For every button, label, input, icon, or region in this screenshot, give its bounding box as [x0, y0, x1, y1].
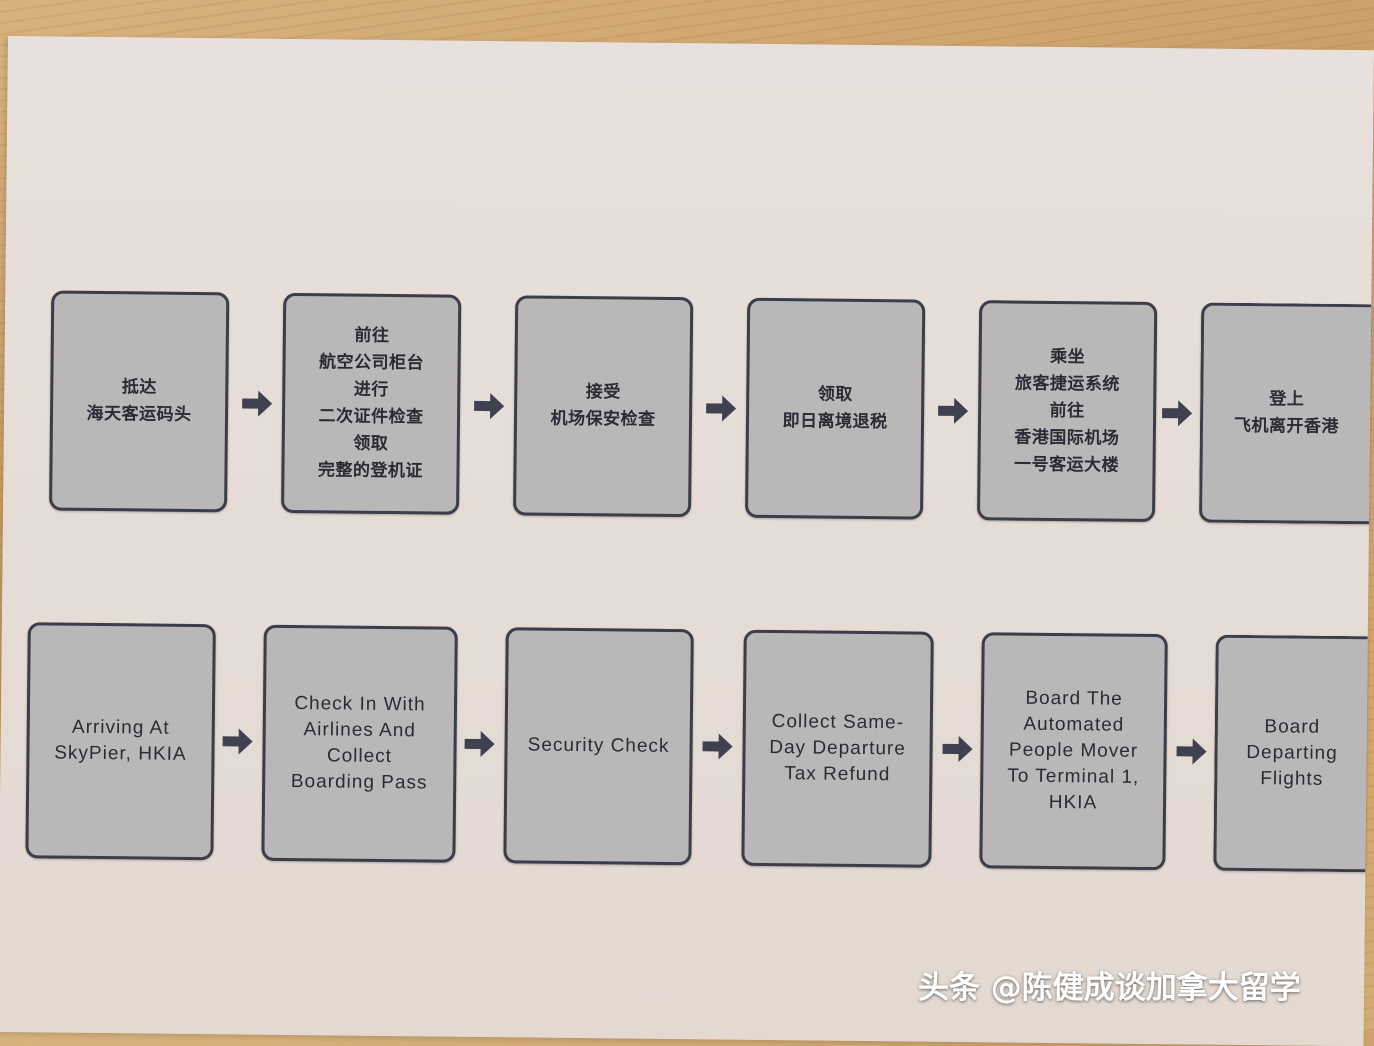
step-label: Check In With Airlines And Collect Board… [290, 693, 428, 794]
step-box-en-6: Board Departing Flights [1213, 634, 1368, 873]
step-box-zh-5: 乘坐 旅客捷运系统 前往 香港国际机场 一号客运大楼 [976, 300, 1158, 523]
step-box-en-4: Collect Same- Day Departure Tax Refund [741, 629, 934, 868]
arrow-right-icon [472, 391, 506, 421]
arrow-right-icon [462, 729, 496, 759]
arrow-right-icon [220, 726, 254, 756]
step-label: Collect Same- Day Departure Tax Refund [769, 711, 906, 786]
step-label: Board Departing Flights [1246, 716, 1338, 790]
step-label: Board The Automated People Mover To Term… [1007, 687, 1140, 814]
step-box-en-3: Security Check [503, 627, 694, 866]
english-flow-row: Arriving At SkyPier, HKIA Check In With … [0, 620, 1374, 894]
step-box-en-2: Check In With Airlines And Collect Board… [261, 624, 458, 863]
step-label: 前往 航空公司柜台 进行 二次证件检查 领取 完整的登机证 [317, 325, 425, 482]
printed-paper-sheet: 抵达 海天客运码头 前往 航空公司柜台 进行 二次证件检查 领取 完整的登机证 … [0, 36, 1374, 1046]
arrow-right-icon [704, 393, 738, 423]
step-box-zh-2: 前往 航空公司柜台 进行 二次证件检查 领取 完整的登机证 [281, 292, 462, 515]
step-box-zh-6: 登上 飞机离开香港 [1198, 302, 1372, 525]
chinese-flow-row: 抵达 海天客运码头 前往 航空公司柜台 进行 二次证件检查 领取 完整的登机证 … [3, 286, 1374, 560]
arrow-right-icon [1160, 398, 1194, 428]
step-label: 抵达 海天客运码头 [86, 377, 192, 425]
step-label: 乘坐 旅客捷运系统 前往 香港国际机场 一号客运大楼 [1013, 346, 1121, 476]
step-label: Arriving At SkyPier, HKIA [54, 716, 187, 765]
step-box-en-1: Arriving At SkyPier, HKIA [25, 622, 216, 861]
step-label: 登上 飞机离开香港 [1233, 389, 1340, 437]
step-label: 接受 机场保安检查 [550, 382, 656, 430]
arrow-right-icon [940, 734, 974, 764]
arrow-right-icon [936, 396, 970, 426]
step-label: 领取 即日离境退税 [782, 384, 888, 433]
step-box-zh-3: 接受 机场保安检查 [513, 295, 694, 518]
arrow-right-icon [240, 388, 274, 418]
arrow-right-icon [1174, 736, 1208, 766]
step-box-zh-1: 抵达 海天客运码头 [49, 290, 230, 513]
step-box-zh-4: 领取 即日离境退税 [744, 297, 926, 520]
watermark-text: 头条 @陈健成谈加拿大留学 [918, 970, 1301, 1006]
arrow-right-icon [700, 731, 734, 761]
step-box-en-5: Board The Automated People Mover To Term… [979, 632, 1168, 871]
step-label: Security Check [527, 734, 670, 757]
